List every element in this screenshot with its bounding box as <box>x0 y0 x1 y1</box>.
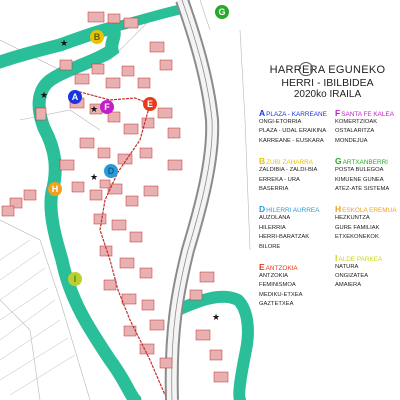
title-line-2: HERRI - IBILBIDEA <box>281 76 374 89</box>
section-item: KOMERTZIOAK <box>335 119 378 125</box>
section-heading: EANTZOKIA <box>259 262 329 272</box>
marker-b[interactable]: B <box>90 30 104 44</box>
svg-text:★: ★ <box>90 105 98 115</box>
section-item: ETXEKONEKOK <box>335 234 379 241</box>
section-heading: HESKOLA EREMUA <box>335 204 400 214</box>
section-name: ANTZOKIA <box>265 265 298 273</box>
section-item: ONGIZATEA <box>335 273 369 280</box>
route-line <box>71 91 166 396</box>
svg-text:★: ★ <box>40 91 48 101</box>
hatched-area <box>0 239 76 396</box>
section-letter: D <box>259 204 266 215</box>
section-item: NATURA <box>335 263 359 270</box>
section-item: BILORE <box>259 243 281 250</box>
section-letter: E <box>259 262 265 273</box>
section-item: ONGI-ETORRIA <box>259 119 302 125</box>
section-letter: B <box>259 156 266 167</box>
buildings <box>1 11 229 383</box>
svg-text:★: ★ <box>90 173 98 183</box>
section-item: GAZTETXEA <box>259 301 294 308</box>
section-name: PLAZA - KARREANE <box>266 111 327 118</box>
section-item: FEMINISMOA <box>259 282 296 289</box>
section-item: PLAZA - UDAL ERAIKINA <box>259 128 327 135</box>
marker-d[interactable]: D <box>104 164 118 178</box>
section-heading: BZUBI ZAHARRA <box>259 156 329 166</box>
section-letter: G <box>335 156 342 167</box>
section-item: HERRI-BARATZAK <box>259 234 310 241</box>
map-title: HARRERA EGUNEKO HERRI - IBILBIDEA 2020ko… <box>255 55 400 100</box>
section-name: ALDE PARKEA <box>338 255 383 263</box>
section-heading: GARTXANBERRI <box>335 156 400 166</box>
section-letter: F <box>335 108 341 118</box>
section-item: HILERRIA <box>259 224 286 231</box>
section-item: POSTA BULEGOA <box>335 167 384 174</box>
section-name: SANTA FE KALEA <box>341 111 395 118</box>
section-name: ARTXANBERRI <box>342 159 388 167</box>
section-item: KIMUENE GUNEA <box>335 176 384 183</box>
marker-i[interactable]: I <box>68 272 82 286</box>
section-heading: FSANTA FE KALEA <box>335 108 400 118</box>
section-item: OSTALARITZA <box>335 128 375 135</box>
section-item: KARREANE - EUSKARA <box>259 137 324 144</box>
section-item: MONDEJUA <box>335 137 368 144</box>
section-heading: APLAZA - KARREANE <box>259 108 329 118</box>
section-item: MEDIKU-ETXEA <box>259 291 303 298</box>
crest-icon <box>299 62 313 76</box>
legend-panel: HARRERA EGUNEKO HERRI - IBILBIDEA 2020ko… <box>255 55 400 400</box>
river-branch <box>172 290 254 400</box>
title-line-1: HARRERA EGUNEKO <box>269 64 386 76</box>
river-top <box>107 5 183 33</box>
section-item: HEZKUNTZA <box>335 215 370 222</box>
section-heading: IALDE PARKEA <box>335 253 400 263</box>
section-item: ATEZ-ATE SISTEMA <box>335 186 390 193</box>
section-name: ESKOLA EREMUA <box>342 207 397 215</box>
section-letter: H <box>335 204 342 215</box>
section-item: BASERRIA <box>259 186 289 193</box>
marker-a[interactable]: A <box>68 90 82 104</box>
marker-g[interactable]: G <box>215 5 229 19</box>
title-line-3: 2020ko IRAILA <box>293 88 362 100</box>
section-letter: A <box>259 108 266 118</box>
section-item: AMAIERA <box>335 282 362 289</box>
marker-h[interactable]: H <box>48 182 62 196</box>
section-item: ERREKA - URA <box>259 176 300 183</box>
marker-e[interactable]: E <box>143 97 157 111</box>
section-item: ANTZOKIA <box>259 273 288 280</box>
street-lines <box>0 0 251 400</box>
marker-f[interactable]: F <box>100 100 114 114</box>
section-name: ZUBI ZAHARRA <box>266 159 314 167</box>
svg-text:★: ★ <box>212 313 220 323</box>
svg-text:★: ★ <box>60 39 68 49</box>
section-heading: DHILERRI AURREA <box>259 204 329 214</box>
section-name: HILERRI AURREA <box>266 207 320 215</box>
section-item: ZALDIBIA - ZALDI-BIA <box>259 167 318 174</box>
section-item: GURE FAMILIAK <box>335 224 380 231</box>
star-icons: ★ ★ ★ ★ ★ <box>40 39 220 323</box>
section-letter: I <box>335 252 338 263</box>
section-item: AUZOLANA <box>259 215 291 222</box>
